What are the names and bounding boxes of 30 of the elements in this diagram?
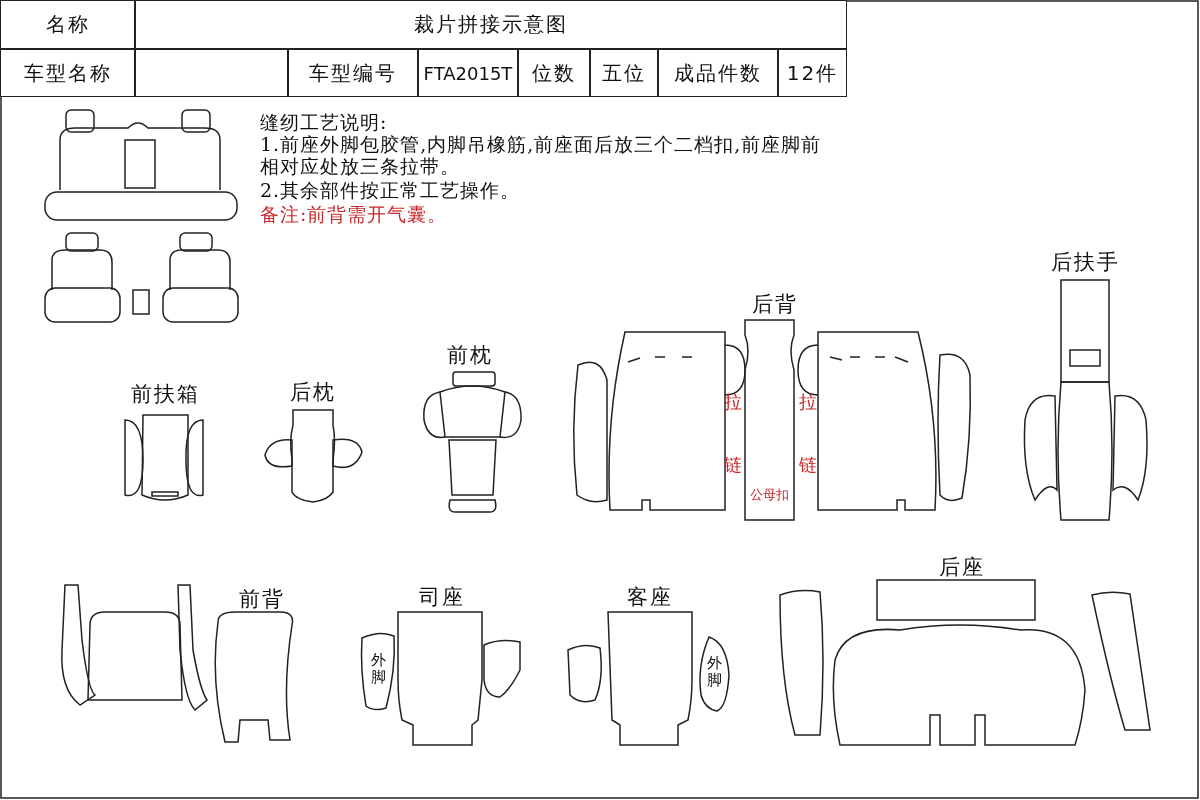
table-cell: 车型名称: [0, 49, 135, 97]
piece-label: 外脚: [370, 652, 386, 685]
table-cell: FTA2015T: [418, 49, 518, 97]
part-label: 前扶箱: [129, 382, 201, 407]
table-cell: 位数: [518, 49, 590, 97]
part-label: 司座: [418, 585, 466, 610]
part-label: 前背: [238, 587, 286, 612]
part-label: 客座: [626, 585, 674, 610]
heading-text: 缝纫工艺说明:: [260, 112, 389, 134]
part-label: 后枕: [288, 380, 337, 405]
remark-text: 备注:前背需开气囊。: [260, 204, 449, 226]
pattern-piece: [360, 630, 396, 712]
table-cell: 五位: [590, 49, 658, 97]
table-cell: 裁片拼接示意图: [135, 0, 847, 49]
table-cell: 名称: [0, 0, 135, 49]
zipper-mark: 拉: [798, 392, 820, 413]
pattern-piece: [697, 635, 731, 713]
note-text: 1.前座外脚包胶管,内脚吊橡筋,前座面后放三个二档扣,前座脚前相对应处放三条拉带。: [260, 134, 823, 178]
part-label: 前枕: [446, 343, 494, 368]
table-cell: 成品件数: [658, 49, 778, 97]
table-cell: 车型编号: [288, 49, 418, 97]
part-label: 后座: [938, 555, 986, 580]
zipper-mark: 链: [798, 455, 820, 476]
table-cell: 12件: [778, 49, 847, 97]
pattern-piece: [742, 320, 797, 520]
piece-label: 外脚: [706, 655, 722, 688]
snap-button-mark: 公母扣: [749, 488, 790, 503]
note-text: 2.其余部件按正常工艺操作。: [260, 180, 522, 202]
part-label: 后扶手: [1049, 250, 1121, 275]
part-label: 后背: [751, 292, 799, 317]
